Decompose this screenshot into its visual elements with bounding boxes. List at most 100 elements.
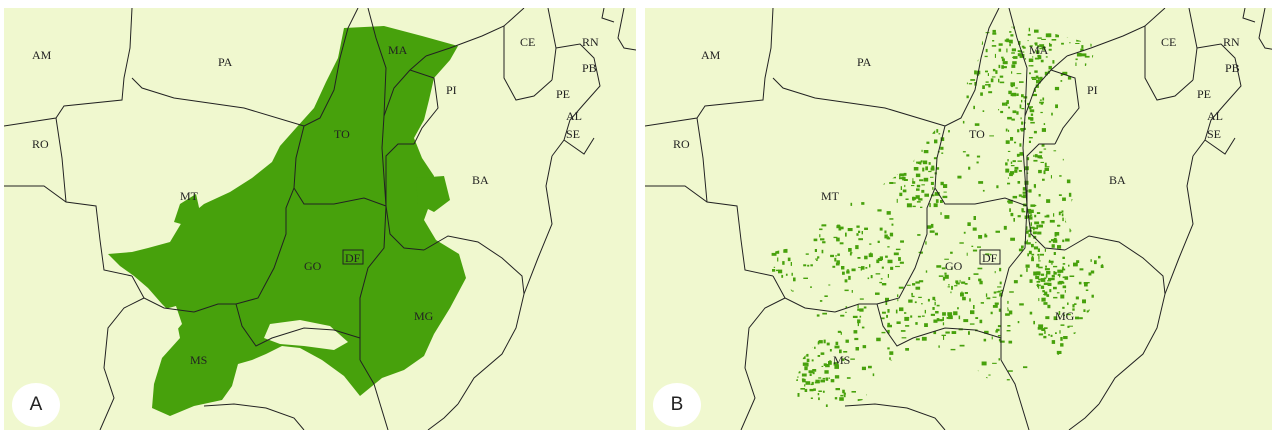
vegetation-patch	[972, 227, 977, 231]
vegetation-patch	[942, 312, 946, 316]
vegetation-patch	[1001, 56, 1004, 59]
label-ro: RO	[673, 137, 690, 151]
vegetation-patch	[898, 257, 901, 261]
vegetation-patch	[925, 166, 928, 171]
vegetation-patch	[973, 105, 975, 110]
vegetation-patch	[911, 295, 915, 298]
vegetation-patch	[1082, 300, 1086, 303]
vegetation-patch	[1039, 44, 1045, 47]
label-ba: BA	[472, 173, 489, 187]
vegetation-patch	[1075, 316, 1080, 320]
vegetation-patch	[1084, 63, 1087, 66]
vegetation-patch	[1024, 241, 1028, 245]
vegetation-patch	[778, 269, 783, 274]
vegetation-patch	[1037, 253, 1040, 256]
vegetation-patch	[992, 305, 998, 308]
vegetation-patch	[821, 365, 824, 367]
vegetation-patch	[1040, 59, 1044, 63]
label-pa: PA	[857, 55, 872, 69]
vegetation-patch	[1021, 45, 1025, 48]
label-al: AL	[1207, 109, 1223, 123]
vegetation-patch	[1045, 274, 1048, 278]
vegetation-patch	[1040, 278, 1046, 282]
vegetation-patch	[1083, 309, 1086, 312]
vegetation-patch	[828, 284, 831, 286]
vegetation-patch	[1021, 245, 1024, 249]
vegetation-patch	[822, 312, 827, 315]
label-pi: PI	[446, 83, 457, 97]
vegetation-patch	[959, 279, 961, 283]
vegetation-patch	[836, 237, 840, 242]
vegetation-patch	[1061, 42, 1064, 45]
vegetation-patch	[959, 242, 964, 244]
vegetation-patch	[882, 311, 886, 314]
vegetation-patch	[899, 261, 904, 264]
label-to: TO	[969, 127, 985, 141]
vegetation-patch	[1036, 271, 1040, 276]
vegetation-patch	[1035, 241, 1037, 244]
vegetation-patch	[1025, 264, 1030, 268]
vegetation-patch	[1021, 121, 1024, 125]
vegetation-patch	[1051, 274, 1055, 278]
vegetation-patch	[1013, 280, 1018, 284]
vegetation-patch	[1044, 215, 1050, 218]
vegetation-patch	[962, 120, 965, 124]
vegetation-patch	[1044, 166, 1050, 168]
vegetation-patch	[1016, 153, 1020, 157]
vegetation-patch	[811, 381, 814, 385]
vegetation-patch	[1013, 56, 1018, 59]
vegetation-patch	[849, 253, 852, 256]
vegetation-patch	[1043, 335, 1047, 339]
vegetation-patch	[998, 64, 1001, 69]
vegetation-patch	[942, 195, 948, 199]
vegetation-patch	[951, 331, 957, 334]
map-b-background	[645, 8, 1272, 430]
vegetation-patch	[872, 373, 875, 377]
vegetation-patch	[977, 267, 983, 270]
vegetation-patch	[857, 399, 863, 402]
vegetation-patch	[875, 273, 881, 275]
vegetation-patch	[877, 240, 880, 243]
vegetation-patch	[967, 222, 971, 226]
vegetation-patch	[1028, 216, 1033, 220]
vegetation-patch	[1030, 222, 1032, 226]
vegetation-patch	[851, 391, 856, 393]
vegetation-patch	[935, 199, 939, 203]
vegetation-patch	[995, 330, 998, 333]
vegetation-patch	[1079, 268, 1084, 271]
vegetation-patch	[781, 274, 784, 278]
df-box	[342, 249, 364, 265]
map-a-state-borders	[4, 8, 636, 430]
vegetation-patch	[842, 389, 845, 394]
vegetation-patch	[948, 130, 950, 133]
vegetation-patch	[998, 78, 1000, 83]
vegetation-patch	[1075, 58, 1078, 61]
vegetation-patch	[1057, 273, 1061, 276]
vegetation-patch	[887, 259, 893, 264]
vegetation-patch	[922, 167, 925, 172]
vegetation-patch	[1007, 325, 1011, 327]
vegetation-patch	[1051, 340, 1056, 344]
vegetation-patch	[1100, 265, 1104, 268]
vegetation-patch	[917, 234, 921, 236]
vegetation-patch	[913, 167, 919, 171]
vegetation-patch	[886, 211, 891, 215]
vegetation-patch	[818, 390, 822, 392]
vegetation-patch	[916, 161, 920, 164]
vegetation-patch	[990, 78, 994, 83]
vegetation-patch	[1064, 290, 1066, 293]
vegetation-patch	[1042, 178, 1045, 181]
vegetation-patch	[985, 293, 988, 297]
vegetation-patch	[1033, 246, 1039, 250]
vegetation-patch	[817, 355, 821, 357]
vegetation-patch	[1018, 41, 1021, 45]
vegetation-patch	[820, 238, 825, 241]
vegetation-patch	[941, 334, 946, 336]
vegetation-patch	[817, 340, 820, 345]
vegetation-patch	[1000, 292, 1003, 297]
vegetation-patch	[1028, 58, 1034, 62]
vegetation-patch	[1076, 260, 1080, 263]
vegetation-patch	[836, 260, 840, 264]
vegetation-patch	[891, 223, 894, 226]
vegetation-patch	[934, 232, 938, 236]
